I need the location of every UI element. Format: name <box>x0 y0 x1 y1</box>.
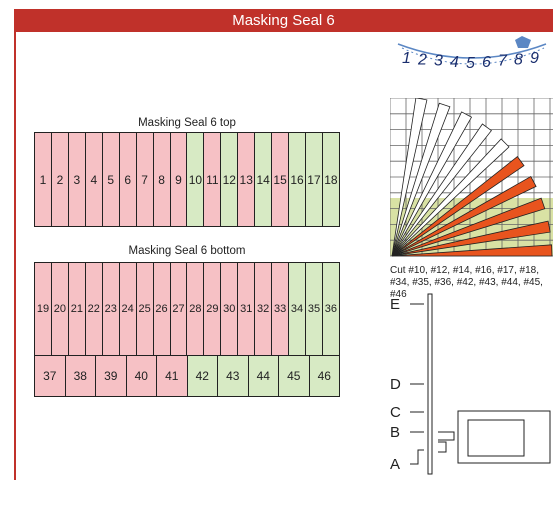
seal-cell-16: 16 <box>289 133 306 226</box>
seal-cell-46: 46 <box>309 356 339 396</box>
seal-cell-1: 1 <box>35 133 52 226</box>
seal-cell-28: 28 <box>187 263 205 355</box>
dial-number-6: 6 <box>482 54 491 71</box>
cut-instructions: Cut #10, #12, #14, #16, #17, #18, #34, #… <box>390 265 543 300</box>
dial-number-2: 2 <box>417 51 427 68</box>
page-title: Masking Seal 6 <box>14 9 553 32</box>
fan-blade-9 <box>391 102 451 257</box>
title-accent-line <box>14 32 16 480</box>
connector-tab <box>438 431 455 453</box>
seal-cell-23: 23 <box>102 263 120 355</box>
seal-cell-7: 7 <box>136 133 154 226</box>
fan-blade-5 <box>391 156 525 257</box>
seal-cell-19: 19 <box>35 263 52 355</box>
seal-cell-26: 26 <box>153 263 171 355</box>
seal-cell-21: 21 <box>68 263 86 355</box>
fan-blade-6 <box>391 138 510 257</box>
position-label-e: E <box>390 296 400 313</box>
seal-cell-20: 20 <box>51 263 69 355</box>
fan-blade-8 <box>391 111 473 257</box>
seal-cell-9: 9 <box>170 133 188 226</box>
fan-blade-7 <box>391 123 492 257</box>
seal-cell-33: 33 <box>272 263 290 355</box>
seal-cell-15: 15 <box>272 133 290 226</box>
dial-number-3: 3 <box>434 53 443 70</box>
position-label-a: A <box>390 456 400 473</box>
dial-arc <box>397 43 547 59</box>
seal-cell-44: 44 <box>248 356 279 396</box>
fan-blade-1 <box>391 244 553 257</box>
inner-box <box>467 419 525 457</box>
seal-cell-18: 18 <box>322 133 339 226</box>
seal-cell-34: 34 <box>289 263 306 355</box>
seal-cell-22: 22 <box>85 263 103 355</box>
seal-cell-36: 36 <box>322 263 339 355</box>
seal-cell-24: 24 <box>119 263 137 355</box>
seal-cell-13: 13 <box>238 133 256 226</box>
seal-cell-4: 4 <box>85 133 103 226</box>
seal-cell-14: 14 <box>255 133 273 226</box>
seal-cell-30: 30 <box>221 263 239 355</box>
seal-cell-37: 37 <box>35 356 66 396</box>
position-label-d: D <box>390 376 401 393</box>
dial-number-1: 1 <box>402 50 411 67</box>
seal-cell-27: 27 <box>170 263 188 355</box>
seal-cell-45: 45 <box>279 356 310 396</box>
fan-blade-3 <box>391 197 546 257</box>
cut-fan-diagram <box>390 98 553 257</box>
seal-cell-2: 2 <box>51 133 69 226</box>
seal-cell-41: 41 <box>157 356 188 396</box>
seal-cell-5: 5 <box>102 133 120 226</box>
seal-cell-43: 43 <box>218 356 249 396</box>
dial-number-5: 5 <box>466 55 475 72</box>
dial-number-4: 4 <box>450 54 459 71</box>
seal-cell-39: 39 <box>96 356 127 396</box>
fan-blade-2 <box>391 220 551 257</box>
dial-number-8: 8 <box>514 51 523 68</box>
seal-cell-31: 31 <box>238 263 256 355</box>
seal-cell-29: 29 <box>204 263 222 355</box>
bottom-seal-label: Masking Seal 6 bottom <box>128 245 246 257</box>
seal-strip <box>427 293 433 475</box>
seal-cell-38: 38 <box>65 356 96 396</box>
position-label-c: C <box>390 404 401 421</box>
seal-cell-42: 42 <box>187 356 218 396</box>
seal-cell-10: 10 <box>187 133 205 226</box>
seal-cell-3: 3 <box>68 133 86 226</box>
dial-number-7: 7 <box>498 53 508 70</box>
position-label-b: B <box>390 424 400 441</box>
seal-cell-40: 40 <box>126 356 157 396</box>
top-seal-label: Masking Seal 6 top <box>138 117 236 129</box>
seal-cell-17: 17 <box>306 133 323 226</box>
fan-blade-4 <box>391 175 537 257</box>
dial-number-9: 9 <box>530 50 539 67</box>
seal-cell-8: 8 <box>153 133 171 226</box>
seal-cell-6: 6 <box>119 133 137 226</box>
seal-cell-35: 35 <box>306 263 323 355</box>
seal-cell-25: 25 <box>136 263 154 355</box>
seal-cell-11: 11 <box>204 133 222 226</box>
seal-cell-12: 12 <box>221 133 239 226</box>
position-tick-a <box>410 449 424 465</box>
fan-blade-10 <box>391 98 428 257</box>
pointer-icon <box>515 36 531 48</box>
seal-cell-32: 32 <box>255 263 273 355</box>
